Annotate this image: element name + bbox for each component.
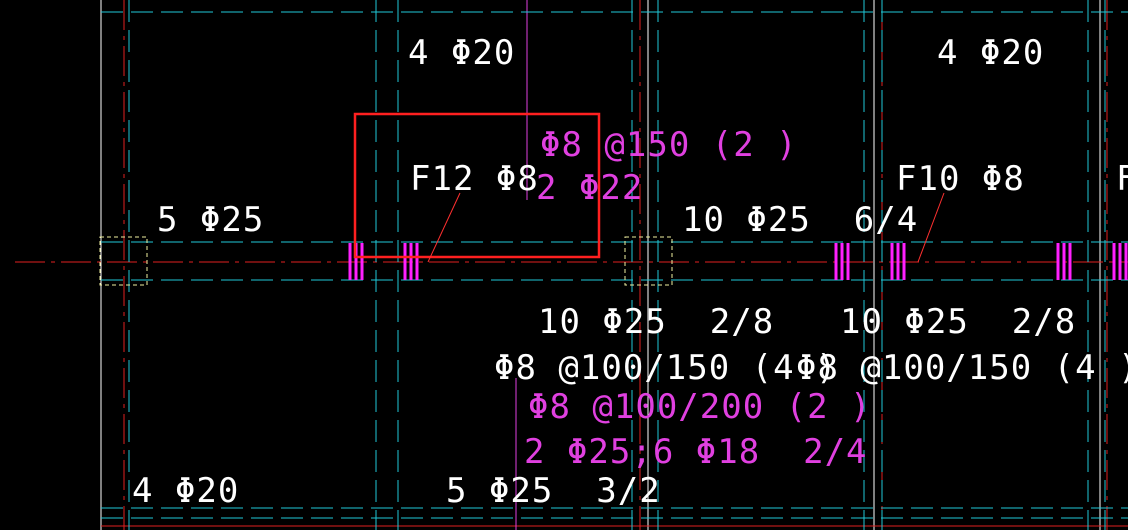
column-support-mid[interactable] [624, 236, 673, 286]
edge-fragment-label: F [1116, 159, 1128, 199]
top-rebar-right-label[interactable]: 4 Φ20 [937, 33, 1044, 73]
stirrup-right-label[interactable]: Φ8 @100/150 (4 ) [796, 348, 1128, 388]
bottom-left-label[interactable]: 4 Φ20 [132, 471, 239, 511]
hanger-left-label[interactable]: F12 Φ8 [410, 159, 539, 199]
rebar-lower-label[interactable]: 2 Φ25;6 Φ18 2/4 [524, 432, 868, 472]
hanger-right-leader [917, 192, 945, 263]
bottom-mid-label[interactable]: 5 Φ25 3/2 [446, 471, 661, 511]
stirrup-top-mid-label[interactable]: Φ8 @150 (2 ) [540, 125, 798, 165]
hanger-right-label[interactable]: F10 Φ8 [896, 159, 1025, 199]
rebar-bottom-left-label[interactable]: 10 Φ25 2/8 [538, 302, 774, 342]
annotation-labels: 4 Φ20 4 Φ20 Φ8 @150 (2 ) 2 Φ22 F12 Φ8 F1… [132, 33, 1128, 511]
linework-layer [15, 0, 1128, 530]
rebar-bottom-right-label[interactable]: 10 Φ25 2/8 [840, 302, 1076, 342]
column-support-left[interactable] [99, 236, 148, 286]
rebar-top-mid-label[interactable]: 2 Φ22 [536, 168, 643, 208]
stirrup-lower-label[interactable]: Φ8 @100/200 (2 ) [528, 387, 872, 427]
hanger-left-leader [427, 192, 461, 263]
rebar-left-beam-label[interactable]: 5 Φ25 [157, 200, 264, 240]
stirrup-left-label[interactable]: Φ8 @100/150 (4 ) [494, 348, 838, 388]
top-rebar-left-label[interactable]: 4 Φ20 [408, 33, 515, 73]
selection-highlight-box[interactable] [353, 112, 601, 259]
rebar-mid-top-label[interactable]: 10 Φ25 6/4 [682, 200, 918, 240]
